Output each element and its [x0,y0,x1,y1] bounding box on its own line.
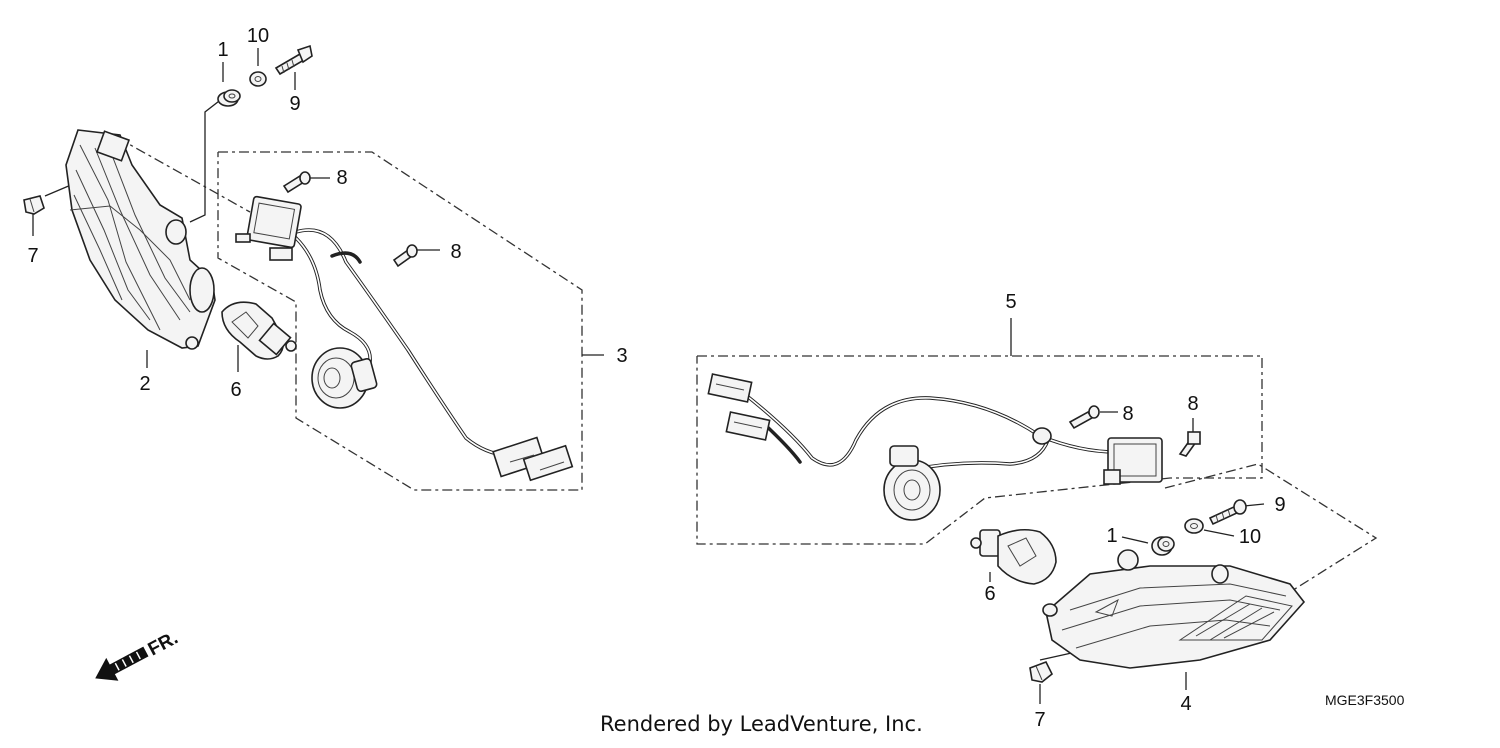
callout-7: 7 [1034,709,1045,731]
callout-1: 1 [1106,525,1117,547]
nut-1-left [217,89,241,107]
callout-8: 8 [336,167,347,189]
callout-8: 8 [1187,393,1198,415]
callout-8: 8 [1122,403,1133,425]
grommet-7-right [1029,660,1054,683]
turn-signal-housing-right [1042,549,1306,669]
screw-8-left-b [392,244,418,268]
grommet-7-left [23,195,45,215]
callout-9: 9 [1274,494,1285,516]
callout-6: 6 [230,379,241,401]
turn-signal-housing-left [65,129,216,350]
screw-9-right [1208,499,1247,526]
callout-5: 5 [1005,291,1016,313]
callout-10: 10 [247,25,269,47]
screw-8-right-b [1178,431,1201,457]
callout-8: 8 [450,241,461,263]
harness-5 [707,373,1163,521]
screw-8-left-a [282,171,311,194]
washer-10-left [249,71,267,87]
washer-10-right [1184,518,1204,534]
right-assembly: 5 8 8 9 1 10 6 4 7 [696,291,1378,731]
assembly-5-boundary [696,355,1263,545]
callout-4: 4 [1180,693,1191,715]
front-direction-arrow: FR. [95,628,182,681]
callout-9: 9 [289,93,300,115]
callout-10: 10 [1239,526,1261,548]
nut-1-right [1151,536,1175,556]
bulb-6-left [221,301,297,360]
callout-1: 1 [217,39,228,61]
callout-2: 2 [139,373,150,395]
callout-7: 7 [27,245,38,267]
callout-3: 3 [616,345,627,367]
screw-8-right-a [1068,405,1100,430]
front-label: FR. [145,628,182,661]
left-assembly: 1 10 9 8 8 7 2 6 3 [23,25,628,491]
assembly-3-boundary [217,151,583,491]
callout-6: 6 [984,583,995,605]
harness-3 [235,195,574,482]
credit-text: Rendered by LeadVenture, Inc. [600,712,923,736]
diagram-code: MGE3F3500 [1325,692,1405,708]
screw-9-left [274,44,313,76]
bulb-6-right [970,528,1057,585]
